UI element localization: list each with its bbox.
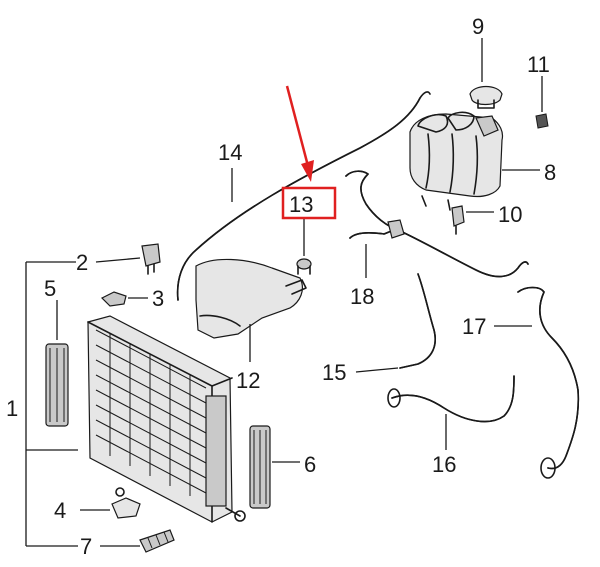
callout-1-bracket bbox=[25, 261, 78, 547]
cap-part-13 bbox=[296, 218, 312, 275]
mount-part-4 bbox=[80, 497, 141, 519]
callout-label-3: 3 bbox=[152, 286, 164, 311]
hose-part-15 bbox=[355, 273, 436, 373]
callout-label-1: 1 bbox=[6, 396, 18, 421]
callout-label-14: 14 bbox=[218, 140, 242, 165]
clip-part-3 bbox=[100, 291, 148, 307]
bypass-hose-part-18 bbox=[345, 170, 529, 278]
reservoir-part-12 bbox=[195, 258, 307, 362]
callout-label-15: 15 bbox=[322, 360, 346, 385]
callout-label-6: 6 bbox=[304, 452, 316, 477]
callout-label-17: 17 bbox=[462, 314, 486, 339]
callout-label-9: 9 bbox=[472, 14, 484, 39]
lower-hose-part-16 bbox=[387, 375, 515, 450]
callout-label-7: 7 bbox=[80, 534, 92, 559]
tank-cap-part-9 bbox=[469, 38, 503, 109]
drain-bolt-part-7 bbox=[100, 529, 175, 553]
callout-label-4: 4 bbox=[54, 498, 66, 523]
expansion-tank-part-8 bbox=[409, 111, 540, 211]
level-sensor-part-10 bbox=[451, 205, 494, 235]
callout-label-10: 10 bbox=[498, 202, 522, 227]
callout-label-12: 12 bbox=[236, 368, 260, 393]
callout-label-11: 11 bbox=[527, 52, 550, 77]
sensor-part-2 bbox=[95, 243, 161, 275]
callout-label-8: 8 bbox=[544, 160, 556, 185]
callout-label-16: 16 bbox=[432, 452, 456, 477]
overflow-hose-part-14 bbox=[176, 91, 431, 301]
callout-label-13: 13 bbox=[289, 192, 313, 217]
clip-part-11 bbox=[535, 76, 549, 129]
radiator bbox=[87, 315, 246, 523]
upper-hose-part-17 bbox=[494, 286, 580, 479]
red-arrow-icon bbox=[285, 85, 314, 182]
callout-label-5: 5 bbox=[44, 276, 56, 301]
callout-label-18: 18 bbox=[350, 284, 374, 309]
callout-13-highlight-box bbox=[281, 186, 337, 220]
callout-label-2: 2 bbox=[76, 250, 88, 275]
